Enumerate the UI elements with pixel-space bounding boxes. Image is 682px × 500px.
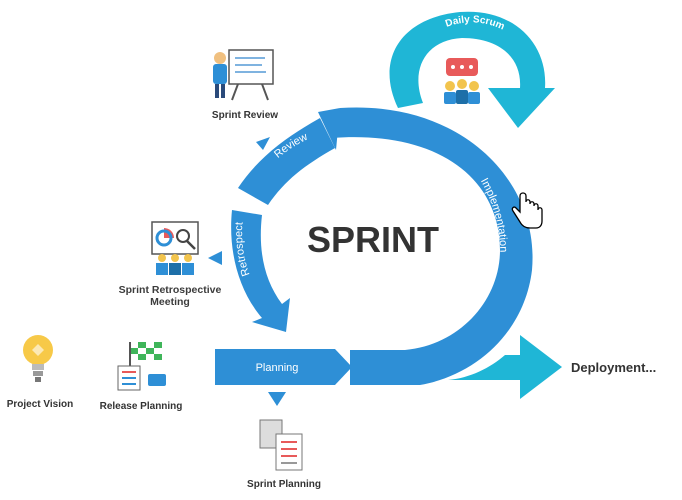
sprint-ring: Review Implementation Retrospect Plannin… xyxy=(215,107,533,385)
daily-scrum-icon xyxy=(444,58,480,104)
hand-cursor-icon xyxy=(511,192,543,229)
sprint-retrospective-icon xyxy=(151,221,199,275)
project-vision-label: Project Vision xyxy=(7,399,74,410)
daily-scrum-loop: Daily Scrum xyxy=(389,11,555,128)
sprint-retrospective-label: Sprint Retrospective Meeting xyxy=(118,284,222,308)
implementation-segment xyxy=(332,107,533,385)
project-vision-icon xyxy=(23,335,53,382)
release-planning-icon xyxy=(117,342,166,391)
sprint-planning-label: Sprint Planning xyxy=(247,479,321,490)
release-planning-label: Release Planning xyxy=(100,401,183,412)
retro-pointer xyxy=(208,251,222,265)
sprint-review-icon xyxy=(213,49,274,101)
retrospect-segment xyxy=(231,210,290,332)
planning-segment xyxy=(215,349,352,385)
planning-pointer xyxy=(268,392,286,406)
deployment-label: Deployment... xyxy=(571,360,656,375)
sprint-review-label: Sprint Review xyxy=(212,110,278,121)
sprint-planning-icon xyxy=(259,419,303,471)
sprint-title: SPRINT xyxy=(307,219,439,260)
planning-label: Planning xyxy=(256,362,299,374)
review-segment xyxy=(238,118,335,205)
deployment-arrow xyxy=(448,335,562,399)
review-pointer xyxy=(256,137,270,150)
